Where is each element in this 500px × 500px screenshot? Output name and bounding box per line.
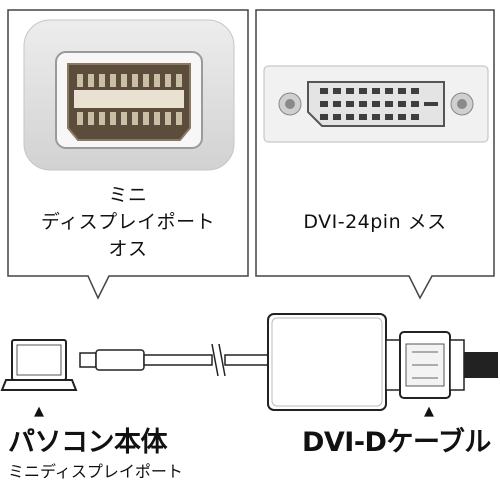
caption-line-3: オス bbox=[108, 238, 148, 260]
dvi-male-plug-icon bbox=[385, 331, 498, 399]
left-callout-caption: ミニ ディスプレイポート オス bbox=[10, 182, 246, 263]
pc-arrow-icon: ▲ bbox=[34, 404, 44, 419]
dvi-arrow-icon: ▲ bbox=[424, 404, 434, 419]
caption-line-1: ミニ bbox=[108, 184, 148, 206]
right-callout-frame bbox=[255, 9, 495, 300]
caption-line-2: ディスプレイポート bbox=[40, 211, 216, 233]
dvi-female-port-icon bbox=[263, 65, 489, 143]
mini-displayport-connector-icon bbox=[23, 19, 235, 171]
mini-dp-plug-icon bbox=[79, 349, 145, 371]
dvi-title-label: DVI-Dケーブル bbox=[302, 427, 491, 458]
right-callout-caption: DVI-24pin メス bbox=[303, 211, 447, 233]
pc-subtitle-label: ミニディスプレイポート bbox=[8, 462, 183, 481]
connection-diagram bbox=[0, 313, 498, 411]
adapter-box-icon bbox=[267, 313, 387, 411]
pc-title-label: パソコン本体 bbox=[8, 427, 168, 458]
laptop-icon bbox=[0, 339, 78, 391]
